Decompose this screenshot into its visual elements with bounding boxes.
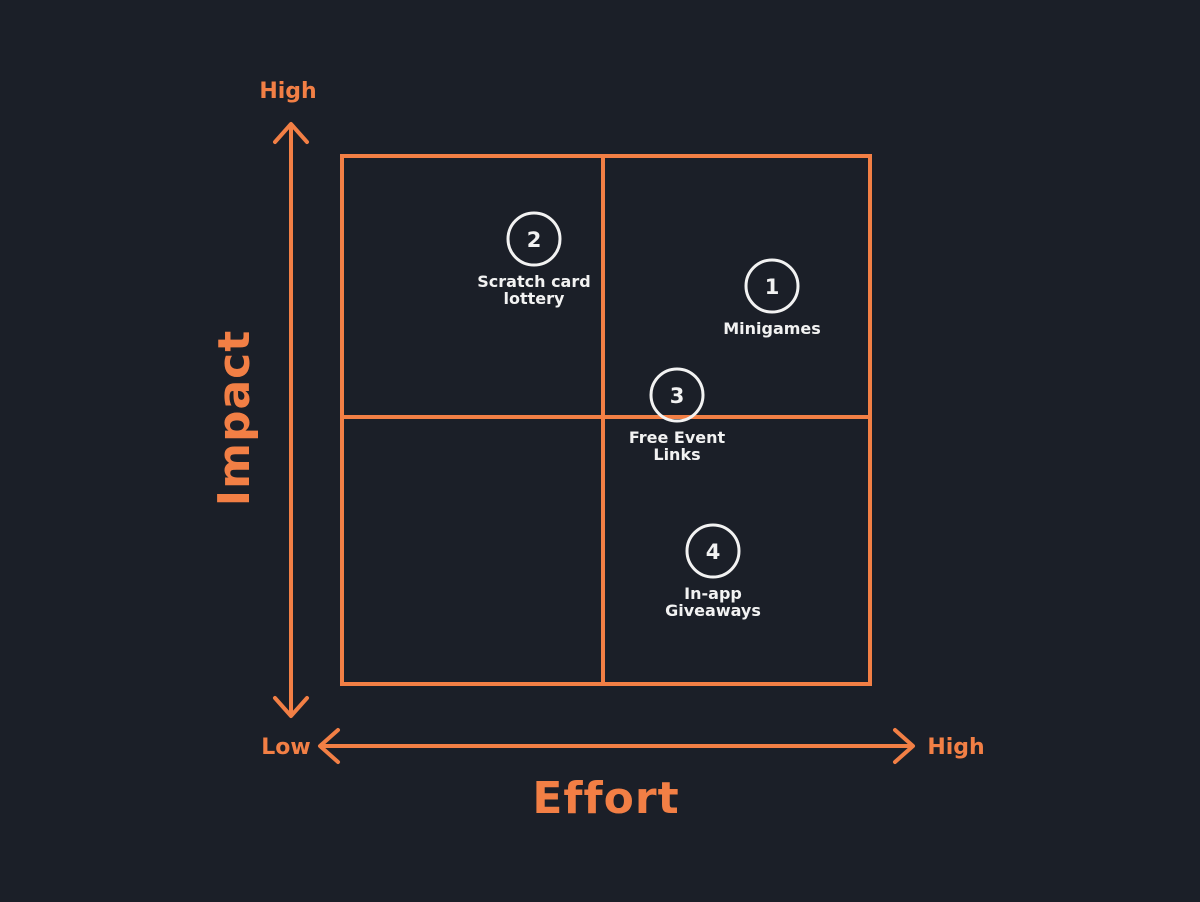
- x-axis-high-label: High: [927, 735, 984, 760]
- item-label-line: Free Event: [629, 428, 726, 447]
- item-circle: [506, 211, 562, 267]
- y-axis-arrow-up-icon: [273, 122, 309, 144]
- x-axis-title: Effort: [532, 773, 679, 824]
- item-label-line: In-app: [684, 584, 742, 603]
- item-number: 1: [765, 275, 780, 299]
- item-number: 2: [527, 228, 542, 252]
- y-axis-title: Impact: [209, 330, 260, 507]
- item-label-line: Links: [653, 445, 700, 464]
- item-label-line: Scratch card: [477, 272, 590, 291]
- item-number: 3: [670, 384, 685, 408]
- y-axis-arrow-down-icon: [273, 696, 309, 718]
- y-axis-high-label: High: [259, 79, 316, 104]
- x-axis-low-label: Low: [261, 735, 310, 760]
- item-label-line: Giveaways: [665, 601, 761, 620]
- item-marker-minigames: 1 Minigames: [723, 258, 821, 338]
- item-label-line: lottery: [504, 289, 566, 308]
- item-marker-free-event-links: 3 Free Event Links: [629, 367, 726, 464]
- item-circle: [649, 367, 705, 423]
- item-circle: [744, 258, 800, 314]
- matrix-frame: [340, 154, 872, 686]
- item-number: 4: [706, 540, 721, 564]
- x-axis-arrow-right-icon: [893, 728, 915, 764]
- item-circle: [685, 523, 741, 579]
- x-axis-arrow-left-icon: [318, 728, 340, 764]
- item-marker-in-app-giveaways: 4 In-app Giveaways: [665, 523, 761, 620]
- item-marker-scratch-card-lottery: 2 Scratch card lottery: [477, 211, 591, 308]
- item-label-line: Minigames: [723, 319, 821, 338]
